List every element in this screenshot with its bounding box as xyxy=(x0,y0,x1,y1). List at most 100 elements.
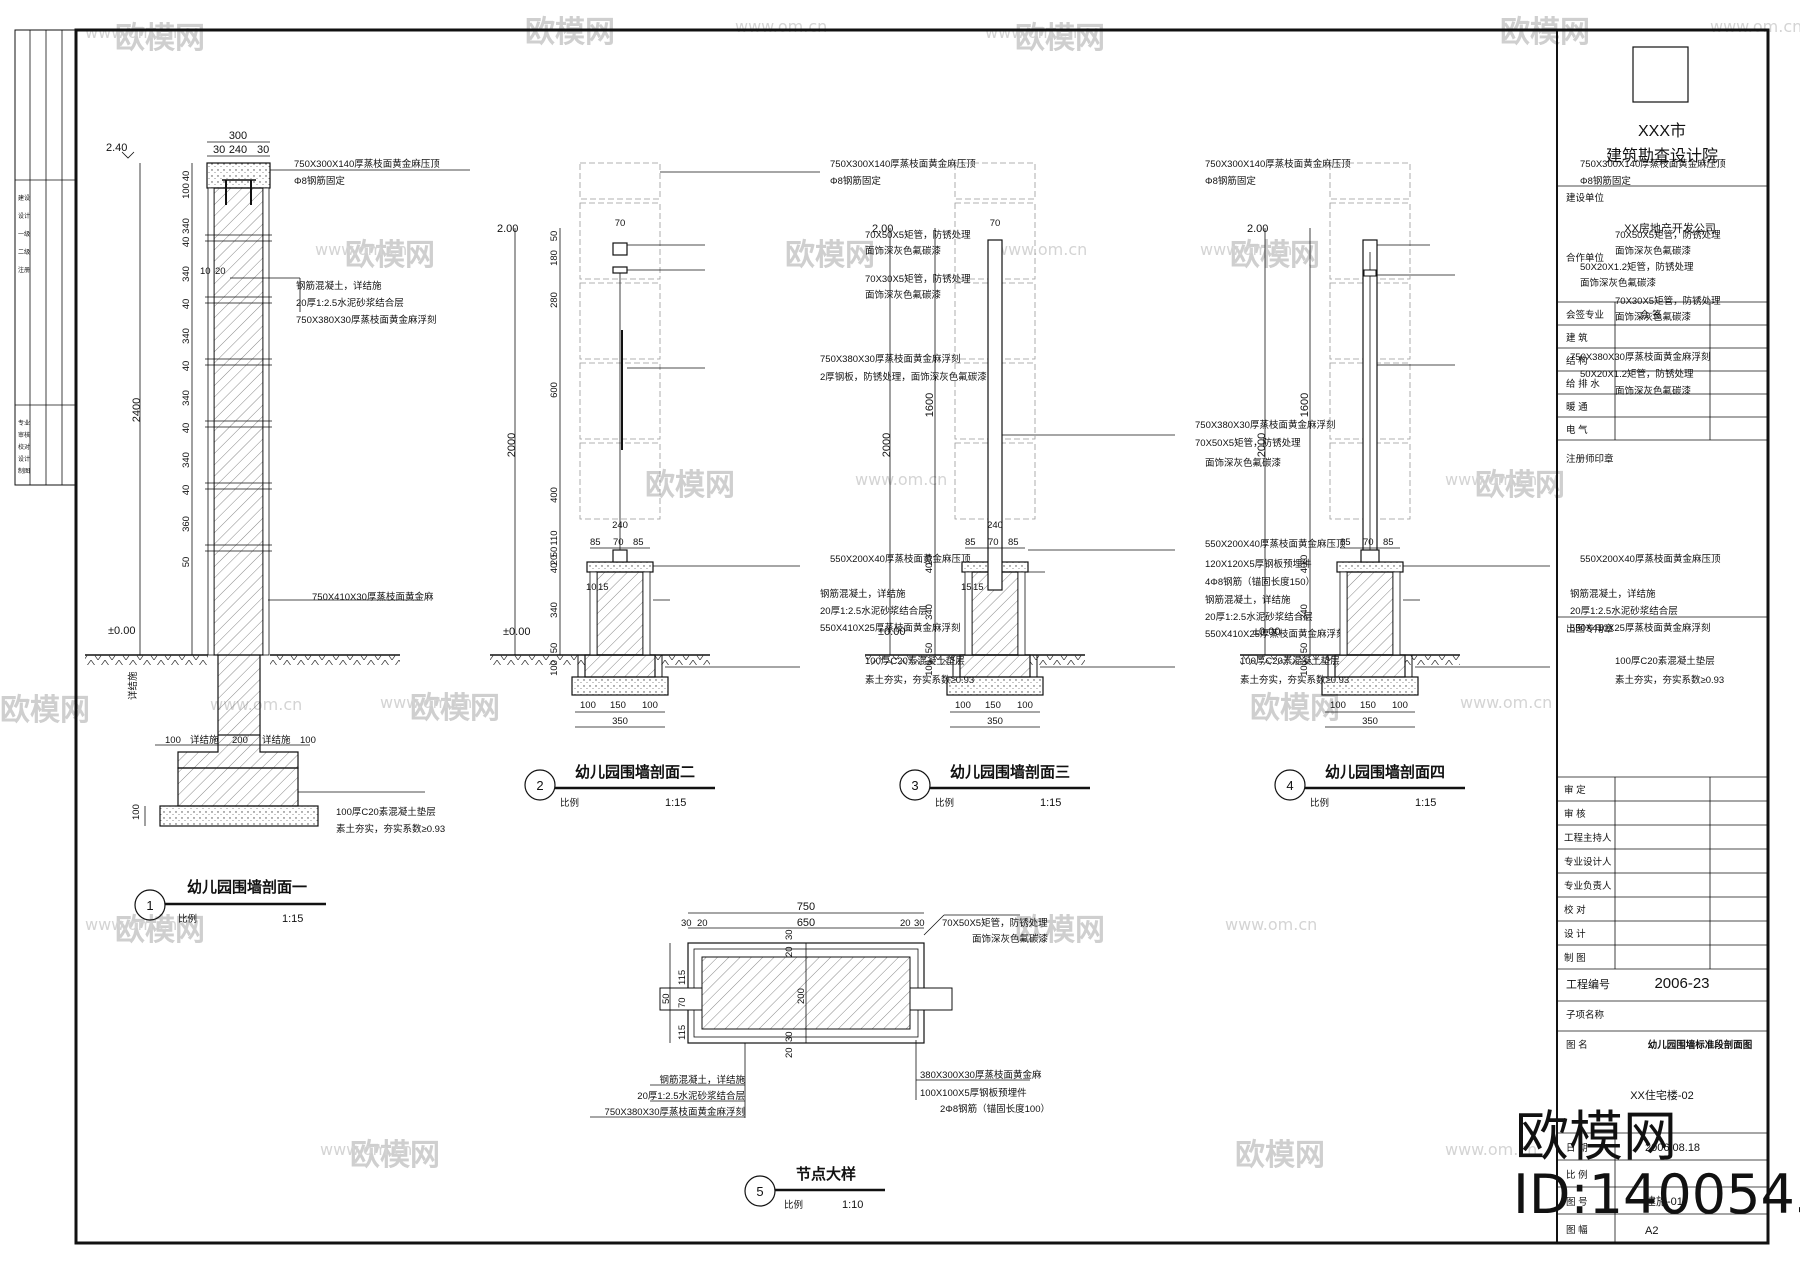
s1-dim-300: 300 xyxy=(229,130,247,142)
s2-note: 面饰深灰色氟碳漆 xyxy=(865,289,942,301)
watermark-brand: 欧模网 xyxy=(1235,1138,1325,1173)
tb-approval-label: 制 图 xyxy=(1564,952,1586,964)
s2-cover: 10 xyxy=(586,582,597,593)
strip-row: 审核 xyxy=(18,431,30,439)
s5-note-relief: 750X380X30厚蒸枝面黄金麻浮刻 xyxy=(605,1106,745,1118)
s5-title: 节点大样 xyxy=(796,1165,856,1183)
watermark-site: www.om.cn xyxy=(320,1140,412,1159)
s2-note: 70X30X5矩管，防锈处理 xyxy=(865,273,971,285)
s4-note: 70X30X5矩管，防锈处理 xyxy=(1615,295,1721,307)
s2-dim-85b: 85 xyxy=(633,537,644,548)
s3-vdim: 20 xyxy=(924,555,935,566)
watermark-brand: 欧模网 xyxy=(525,15,615,50)
s4-note: 20厚1:2.5水泥砂浆结合层 xyxy=(1570,605,1678,617)
s4-dim-85b: 85 xyxy=(1383,537,1394,548)
s3-vdim: 100 xyxy=(924,660,935,676)
watermark-brand: 欧模网 xyxy=(1015,21,1105,56)
s3-note: 钢筋混凝土，详结施 xyxy=(1205,594,1291,606)
s1-note-plinth: 750X410X30厚蒸枝面黄金麻 xyxy=(312,591,434,603)
s4-note: 钢筋混凝土，详结施 xyxy=(1570,588,1656,600)
s5-note-mortar: 20厚1:2.5水泥砂浆结合层 xyxy=(637,1090,745,1102)
s4-note: 750X380X30厚蒸枝面黄金麻浮刻 xyxy=(1570,351,1710,363)
s2-vdim: 100 xyxy=(549,660,560,676)
watermark-site: www.om.cn xyxy=(85,915,177,934)
s4-note: 50X20X1.2矩管，防锈处理 xyxy=(1580,261,1694,273)
s4-scale-label: 比例 xyxy=(1310,797,1329,809)
s3-base-total: 350 xyxy=(987,716,1003,727)
watermark-site: www.om.cn xyxy=(735,17,827,36)
watermark-brand: 欧模网 xyxy=(1015,913,1105,948)
tb-drawing-no-label: 图 号 xyxy=(1566,1197,1588,1208)
s4-note: 550X200X40厚蒸枝面黄金麻压顶 xyxy=(1580,553,1721,565)
s2-vdim: 110 xyxy=(549,530,560,545)
s2-num: 2 xyxy=(536,778,543,793)
tb-approval-label: 审 核 xyxy=(1564,808,1586,820)
watermark-site: www.om.cn xyxy=(1445,470,1537,489)
s2-vdim: 340 xyxy=(549,602,560,618)
watermark-site: www.om.cn xyxy=(995,240,1087,259)
watermark-brand: 欧模网 xyxy=(345,238,435,273)
tb-approval-label: 工程主持人 xyxy=(1564,832,1612,844)
s4-vdim: 50 xyxy=(1299,643,1310,654)
s3-scale-label: 比例 xyxy=(935,797,954,809)
section-2: 2.00±0.002000501802806004001105020403405… xyxy=(490,158,987,809)
s5-note-rebar: 2Φ8钢筋（锚固长度100） xyxy=(940,1103,1050,1115)
s4-note: 50X20X1.2矩管，防锈处理 xyxy=(1580,368,1694,380)
s4-base-1: 150 xyxy=(1360,700,1376,711)
strip-row: 注册 xyxy=(18,266,30,274)
watermark-brand: 欧模网 xyxy=(350,1138,440,1173)
s4-note: 面饰深灰色氟碳漆 xyxy=(1615,385,1692,397)
tb-approval-label: 专业设计人 xyxy=(1564,856,1612,868)
s5-vmid: 200 xyxy=(796,988,807,1004)
logo-box xyxy=(1632,46,1689,103)
s4-note: 100厚C20素混凝土垫层 xyxy=(1615,655,1715,667)
s2-vdim: 20 xyxy=(549,555,560,566)
s3-h2: 1600 xyxy=(924,393,936,417)
s3-note: 750X300X140厚蒸枝面黄金麻压顶 xyxy=(1205,158,1351,170)
s5-vl-1: 70 xyxy=(677,997,688,1008)
s2-note: 2厚钢板，防锈处理，面饰深灰色氟碳漆 xyxy=(820,371,987,383)
s4-note: 素土夯实，夯实系数≥0.93 xyxy=(1615,674,1724,686)
s3-base-1: 150 xyxy=(985,700,1001,711)
s1-scale: 1:15 xyxy=(282,913,303,925)
s5-num: 5 xyxy=(756,1184,763,1199)
s2-vdim: 50 xyxy=(549,231,560,242)
s4-elev-top: 2.00 xyxy=(1247,223,1268,235)
watermark-site: www.om.cn xyxy=(380,693,472,712)
s4-note: 面饰深灰色氟碳漆 xyxy=(1580,277,1657,289)
sheet-border xyxy=(74,28,1770,1245)
tb-dedicated-stamp: 出图专用章 xyxy=(1566,623,1614,635)
tb-disc-label: 会签专业 xyxy=(1566,309,1604,321)
s1-vdim: 340 xyxy=(181,452,192,468)
s1-elev-top: 2.40 xyxy=(106,142,127,154)
strip-row: 一级 xyxy=(18,230,30,238)
watermark-brand: 欧模网 xyxy=(645,468,735,503)
s1-scale-label: 比例 xyxy=(178,913,197,925)
strip-row: 校对 xyxy=(18,443,30,451)
watermark-site: www.om.cn xyxy=(1225,915,1317,934)
s3-note: 120X120X5厚钢板预埋件 xyxy=(1205,558,1312,570)
tb-reg-stamp: 注册师印章 xyxy=(1566,453,1614,465)
s2-base-2: 100 xyxy=(642,700,658,711)
s3-base-2: 100 xyxy=(1017,700,1033,711)
strip-row: 设计 xyxy=(18,212,30,220)
s5-dr-0: 20 xyxy=(900,918,911,929)
strip-row: 建设 xyxy=(18,194,30,202)
strip-row: 设计 xyxy=(18,455,30,463)
s3-note: 70X50X5矩管，防锈处理 xyxy=(1195,437,1301,449)
tb-drawing-no: 建施-01 xyxy=(1645,1194,1683,1208)
s5-vt-1: 30 xyxy=(784,929,795,940)
s4-dim-70: 70 xyxy=(1363,537,1374,548)
s3-note: Φ8钢筋固定 xyxy=(1205,175,1256,187)
s5-note-tube-paint: 面饰深灰色氟碳漆 xyxy=(972,933,1049,945)
s2-scale: 1:15 xyxy=(665,797,686,809)
s3-dim-85a: 85 xyxy=(965,537,976,548)
section-5: 750 650 30 20 20 30 115 70 115 50 200 20… xyxy=(590,901,1050,1211)
s3-num: 3 xyxy=(911,778,918,793)
watermark-site: www.om.cn xyxy=(85,23,177,42)
tb-sheet-label: 图 幅 xyxy=(1566,1224,1588,1236)
s5-scale: 1:10 xyxy=(842,1199,863,1211)
tb-approval-label: 设 计 xyxy=(1564,928,1586,940)
